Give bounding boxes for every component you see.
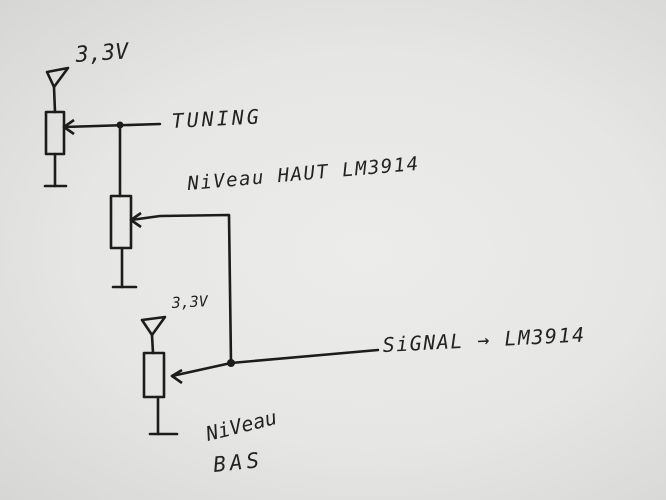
niveau-haut-label: NiVeau HAUT LM3914 bbox=[186, 153, 421, 195]
tuning-pot-supply-lead bbox=[52, 85, 57, 114]
niveau-bas-supply-lead bbox=[150, 333, 155, 355]
tuning-potentiometer bbox=[43, 66, 162, 188]
niveau-bas-potentiometer bbox=[140, 315, 233, 436]
signal-label: SiGNAL → LM3914 bbox=[382, 322, 586, 357]
niveau-bas-label-line2: BAS bbox=[212, 448, 264, 477]
niveau-bas-pot-body bbox=[142, 351, 166, 399]
niveau-haut-potentiometer bbox=[109, 123, 233, 365]
supply-label-bottom: 3,3V bbox=[170, 292, 209, 312]
tuning-label: TUNING bbox=[171, 104, 262, 133]
niveau-haut-wiper-wire bbox=[129, 213, 233, 365]
signal-output-wire bbox=[229, 348, 380, 365]
niveau-bas-label-line1: NiVeau bbox=[202, 405, 279, 446]
supply-label-top: 3,3V bbox=[74, 39, 131, 68]
supply-arrow-bottom bbox=[140, 315, 167, 337]
niveau-haut-pot-body bbox=[109, 194, 133, 250]
tuning-pot-body bbox=[44, 110, 66, 156]
supply-arrow-top bbox=[45, 66, 70, 89]
niveau-bas-wiper-wire bbox=[170, 361, 233, 378]
tuning-wire bbox=[62, 122, 162, 129]
